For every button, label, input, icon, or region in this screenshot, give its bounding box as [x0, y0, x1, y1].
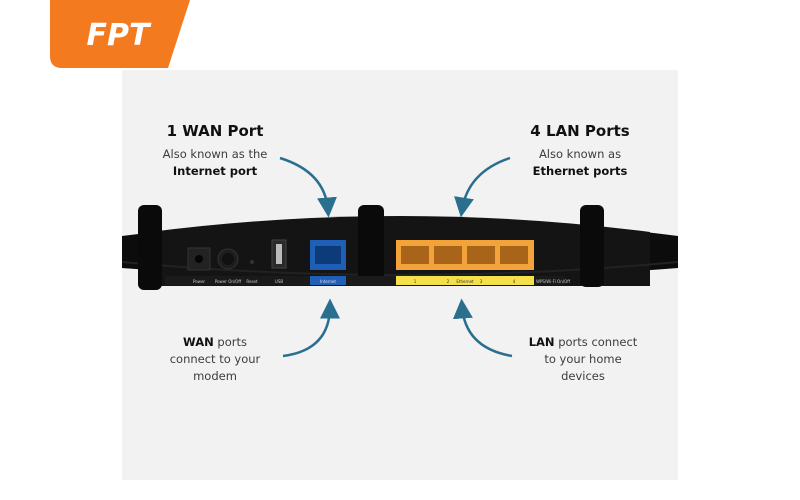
- arrow-wan-bottom: [282, 298, 340, 358]
- label-port-4: 4: [513, 279, 516, 284]
- lan-description: LAN ports connect to your home devices: [508, 334, 658, 385]
- reset-hole: [250, 260, 254, 264]
- label-usb: USB: [275, 279, 283, 284]
- label-power-onoff: Power On/Off: [215, 279, 242, 284]
- lan-port-2: [434, 246, 462, 264]
- logo-text: FPT: [87, 18, 152, 53]
- label-power: Power: [193, 279, 205, 284]
- lan-port-1: [401, 246, 429, 264]
- wan-subtitle-line2: Internet port: [172, 164, 258, 178]
- wan-subtitle-line1: Also known as the: [162, 147, 268, 161]
- antenna-left: [138, 205, 162, 290]
- wan-desc-line3: modem: [193, 369, 237, 383]
- label-port-3: 3: [480, 279, 483, 284]
- fpt-logo: FPT: [50, 0, 190, 68]
- lan-port-3: [467, 246, 495, 264]
- lan-title: 4 LAN Ports: [530, 122, 630, 140]
- wan-description: WAN ports connect to your modem: [140, 334, 290, 385]
- wan-title: 1 WAN Port: [166, 122, 264, 140]
- lan-desc-line3: devices: [561, 369, 605, 383]
- arrow-lan-top: [454, 156, 511, 218]
- label-internet: Internet: [320, 279, 336, 284]
- label-wps: WPS/Wi-Fi On/Off: [536, 279, 570, 284]
- lan-subtitle-line1: Also known as: [538, 147, 622, 161]
- wan-desc-line1: ports: [213, 335, 247, 349]
- label-reset: Reset: [246, 279, 258, 284]
- lan-port-4: [500, 246, 528, 264]
- wan-desc-bold: WAN: [183, 335, 214, 349]
- lan-desc-line1: ports connect: [554, 335, 638, 349]
- lan-desc-line2: to your home: [544, 352, 622, 366]
- label-ethernet: Ethernet: [456, 279, 474, 284]
- lan-label-strip: [396, 276, 534, 285]
- lan-desc-bold: LAN: [528, 335, 555, 349]
- wan-caption: 1 WAN Port Also known as the Internet po…: [140, 122, 290, 180]
- arrow-lan-bottom: [452, 298, 513, 358]
- wan-desc-line2: connect to your: [169, 352, 261, 366]
- antenna-center: [358, 205, 384, 285]
- lan-caption: 4 LAN Ports Also known as Ethernet ports: [505, 122, 655, 180]
- label-port-1: 1: [414, 279, 417, 284]
- antenna-right: [580, 205, 604, 287]
- arrow-wan-top: [279, 156, 337, 218]
- label-port-2: 2: [447, 279, 450, 284]
- lan-subtitle-line2: Ethernet ports: [532, 164, 628, 178]
